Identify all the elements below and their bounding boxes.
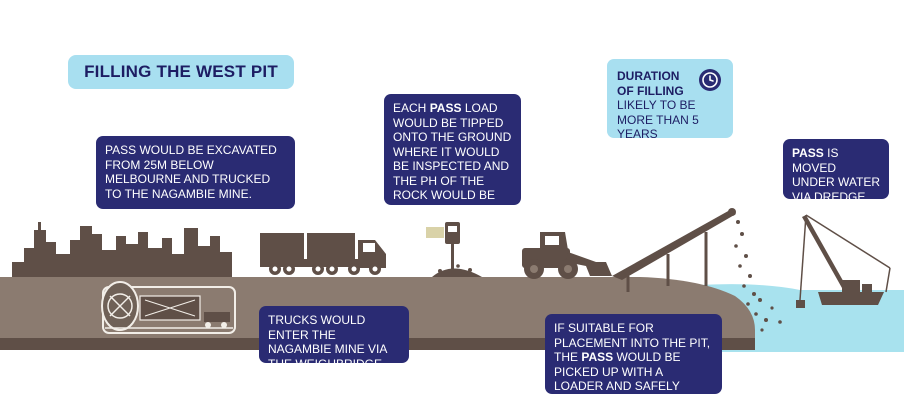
loader-text-pre: IF SUITABLE FOR PLACEMENT INTO THE PIT, … (554, 321, 711, 364)
rock-pile-icon (432, 264, 482, 277)
tunnel-boring-machine-icon (101, 281, 236, 334)
duration-callout: DURATION OF FILLING LIKELY TO BE MORE TH… (607, 59, 733, 141)
dredge-callout: PASS IS MOVED UNDER WATER VIA DREDGE (783, 139, 889, 204)
excavate-callout: PASS WOULD BE EXCAVATED FROM 25m BELOW M… (96, 136, 295, 209)
loader-text-post: WOULD BE PICKED UP WITH A LOADER AND SAF… (554, 350, 703, 408)
trucks-text: TRUCKS WOULD ENTER THE NAGAMBIE MINE VIA… (268, 313, 387, 371)
dredge-text-bold: PASS (792, 146, 824, 160)
truck-icon (260, 233, 386, 275)
loader-icon (522, 232, 612, 279)
falling-rocks-icon (734, 220, 782, 332)
city-skyline-icon (12, 222, 232, 277)
tipped-text-pre: EACH (393, 101, 427, 115)
loader-text-bold: PASS (581, 350, 614, 364)
loader-callout: IF SUITABLE FOR PLACEMENT INTO THE PIT, … (545, 314, 722, 408)
duration-title: DURATION OF FILLING (617, 69, 684, 98)
excavate-text: PASS WOULD BE EXCAVATED FROM 25m BELOW M… (105, 143, 277, 201)
dredge-text-post: IS MOVED UNDER WATER VIA DREDGE (792, 146, 880, 204)
conveyor-icon (612, 208, 736, 292)
duration-text: LIKELY TO BE MORE THAN 5 YEARS (617, 98, 699, 141)
ph-tester-icon (426, 222, 460, 272)
tipped-text-bold: PASS (429, 101, 462, 115)
clock-icon (699, 69, 721, 91)
tipped-callout: EACH PASS LOAD WOULD BE TIPPED ONTO THE … (384, 94, 521, 217)
page-title: FILLING THE WEST PIT (68, 55, 294, 89)
trucks-callout: TRUCKS WOULD ENTER THE NAGAMBIE MINE VIA… (259, 306, 409, 371)
tipped-text-post: LOAD WOULD BE TIPPED ONTO THE GROUND WHE… (393, 101, 512, 217)
dredge-icon (796, 214, 891, 308)
